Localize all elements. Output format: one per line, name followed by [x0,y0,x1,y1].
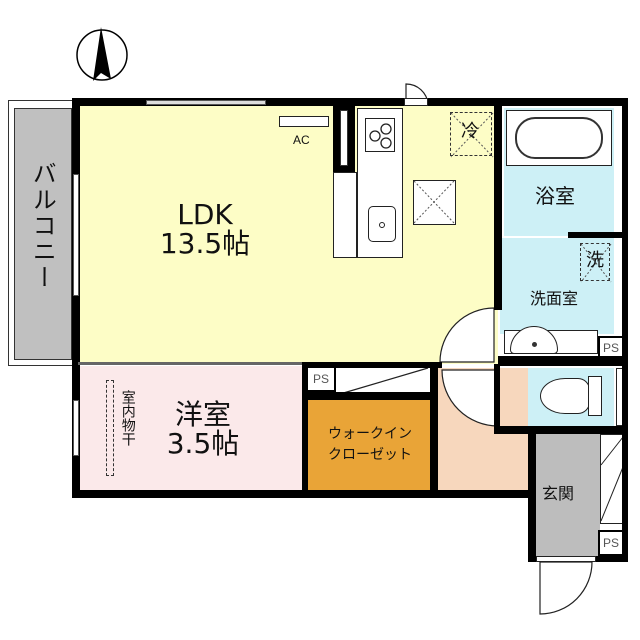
diagonal-line [339,367,429,395]
ac-label: AC [293,133,310,147]
storage-box [413,180,456,225]
wall-entrance-left [528,434,536,562]
vanity-drain [532,342,537,347]
wall-closet-hall [430,362,438,498]
sink [368,206,396,242]
wall-ldk-western [78,362,304,365]
wall-western-closet [302,362,308,490]
western-room-size: 3.5帖 [166,427,240,461]
room-western [78,366,306,490]
fridge-label: 冷 [461,121,479,142]
indoor-drying-label: 室内物干 [119,390,136,446]
cross-icon [413,180,455,224]
stove [365,118,395,152]
wall-wash-toilet [498,356,628,366]
ldk-size: 13.5帖 [159,227,251,261]
stove-burners-icon [369,123,392,149]
toilet-bowl [540,378,590,414]
wic-label: ウォークイン クローゼット [318,424,422,466]
ps-closet: PS [306,366,336,392]
shelf-space [339,366,430,395]
ldk-label: LDK 13.5帖 [150,200,260,259]
window-left [73,174,79,296]
sink-drain [379,222,385,228]
entrance-door-frame [536,556,596,562]
cross-icon [580,243,612,283]
wall-closet-top [302,392,436,400]
wall-ps-closet [302,362,442,368]
wall-top [72,98,628,106]
window-left-lower [73,400,79,456]
wall-bath-wash [568,232,628,238]
wall-bottom-left [72,490,532,498]
compass [74,26,130,82]
toilet-tank [588,376,602,416]
balcony-floor: バルコニー [14,108,72,360]
shoe-cabinet [600,434,624,524]
wall-toilet-bottom [494,426,628,434]
wall-right [622,98,628,562]
room-ldk [78,104,498,364]
wall-left [72,98,80,498]
diagonal-lines [600,436,624,522]
balcony-label: バルコニー [28,161,57,291]
north-arrow-icon [76,27,128,81]
wall-toilet-left [494,364,500,434]
wic-label-line2: クローゼット [328,447,412,463]
door-swing-hallway [441,369,499,427]
wall-ldk-right [494,98,502,310]
bathroom-label: 浴室 [535,184,575,208]
bathtub-basin [515,117,603,159]
wic-label-line1: ウォークイン [328,426,412,442]
indoor-drying-rail [106,380,114,476]
kitchen-counter-left [333,172,357,258]
kitchen-wall-niche [340,110,348,166]
washer-space: 洗 [580,243,612,283]
room-washroom [500,238,614,334]
washroom-label: 洗面室 [530,289,579,308]
western-room-label: 洋室 3.5帖 [158,400,248,459]
room-walk-in-closet [308,400,432,490]
door-gap-top [404,98,428,106]
window-top [146,100,266,105]
door-swing-ldk [439,307,495,363]
door-swing-entrance [539,561,593,615]
air-conditioner [279,116,329,127]
room-entrance [534,434,600,558]
entrance-label: 玄関 [542,484,575,503]
wall-entrance-bottom [528,556,540,562]
ldk-name: LDK [177,198,233,231]
ps-entrance: PS [598,530,624,556]
washer-label: 洗 [586,250,604,271]
western-room-name: 洋室 [174,398,231,431]
fridge-space: 冷 [450,112,494,158]
bathtub [506,110,612,166]
wall-ps-bottom [594,556,628,562]
